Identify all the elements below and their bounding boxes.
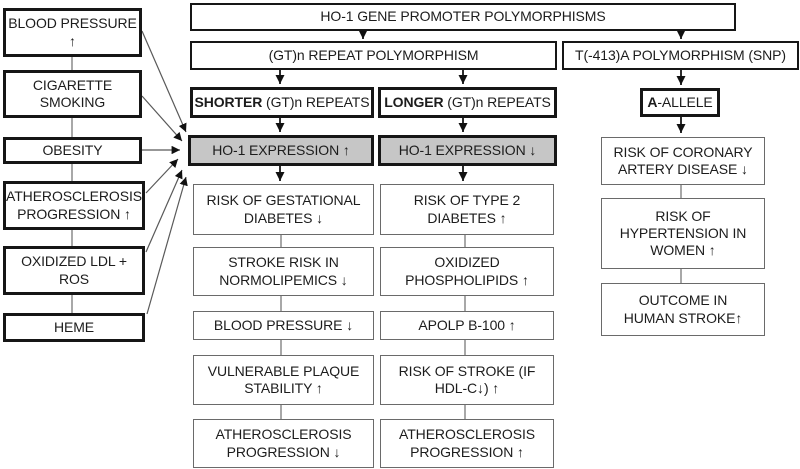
- box-risk-of-stroke-hdl: RISK OF STROKE (IF HDL-C↓) ↑: [380, 355, 554, 405]
- box-blood-pressure: BLOOD PRESSURE ↑: [3, 8, 142, 57]
- box-t413a-polymorphism-snp: T(-413)A POLYMORPHISM (SNP): [562, 41, 799, 70]
- box-ho1-expression-down: HO-1 EXPRESSION ↓: [378, 135, 557, 166]
- box-shorter-gtn-repeats: SHORTER (GT)n REPEATS: [190, 87, 374, 118]
- box-risk-gestational-diabetes: RISK OF GESTATIONAL DIABETES ↓: [193, 184, 374, 235]
- box-ho1-gene-promoter-polymorphisms: HO-1 GENE PROMOTER POLYMORPHISMS: [190, 3, 736, 31]
- box-ho1-expression-up: HO-1 EXPRESSION ↑: [188, 135, 374, 166]
- box-gtn-repeat-polymorphism: (GT)n REPEAT POLYMORPHISM: [190, 41, 557, 70]
- result-column-connectors: [280, 185, 682, 419]
- box-atherosclerosis-progression-down: ATHEROSCLEROSIS PROGRESSION ↓: [193, 419, 374, 468]
- box-atherosclerosis-progression: ATHEROSCLEROSIS PROGRESSION ↑: [3, 181, 145, 230]
- box-vulnerable-plaque-stability: VULNERABLE PLAQUE STABILITY ↑: [193, 355, 374, 405]
- longer-label-rest: (GT)n REPEATS: [443, 93, 551, 110]
- shorter-label-rest: (GT)n REPEATS: [262, 93, 370, 110]
- box-cigarette-smoking: CIGARETTE SMOKING: [3, 70, 142, 118]
- box-stroke-risk-normolipemics: STROKE RISK IN NORMOLIPEMICS ↓: [193, 247, 374, 296]
- box-obesity: OBESITY: [3, 137, 142, 164]
- box-oxidized-ldl-ros: OXIDIZED LDL + ROS: [3, 246, 145, 295]
- box-atherosclerosis-progression-up: ATHEROSCLEROSIS PROGRESSION ↑: [380, 419, 554, 468]
- a-allele-label-bold: A: [647, 93, 658, 110]
- longer-label-bold: LONGER: [384, 93, 444, 110]
- box-risk-hypertension-women: RISK OF HYPERTENSION IN WOMEN ↑: [601, 198, 765, 269]
- box-risk-coronary-artery-disease: RISK OF CORONARY ARTERY DISEASE ↓: [601, 137, 765, 185]
- box-longer-gtn-repeats: LONGER (GT)n REPEATS: [378, 87, 557, 118]
- box-risk-type2-diabetes: RISK OF TYPE 2 DIABETES ↑: [380, 184, 554, 235]
- box-blood-pressure-down: BLOOD PRESSURE ↓: [193, 311, 374, 340]
- box-heme: HEME: [3, 313, 145, 342]
- box-outcome-human-stroke: OUTCOME IN HUMAN STROKE↑: [601, 283, 765, 336]
- a-allele-label-rest: -ALLELE: [657, 93, 713, 110]
- shorter-label-bold: SHORTER: [194, 93, 263, 110]
- box-apolp-b100: APOLP B-100 ↑: [380, 311, 554, 340]
- risk-factor-arrows: [141, 30, 188, 315]
- box-a-allele: A-ALLELE: [640, 88, 720, 117]
- box-oxidized-phospholipids: OXIDIZED PHOSPHOLIPIDS ↑: [380, 247, 554, 296]
- flow-arrows: [275, 30, 686, 181]
